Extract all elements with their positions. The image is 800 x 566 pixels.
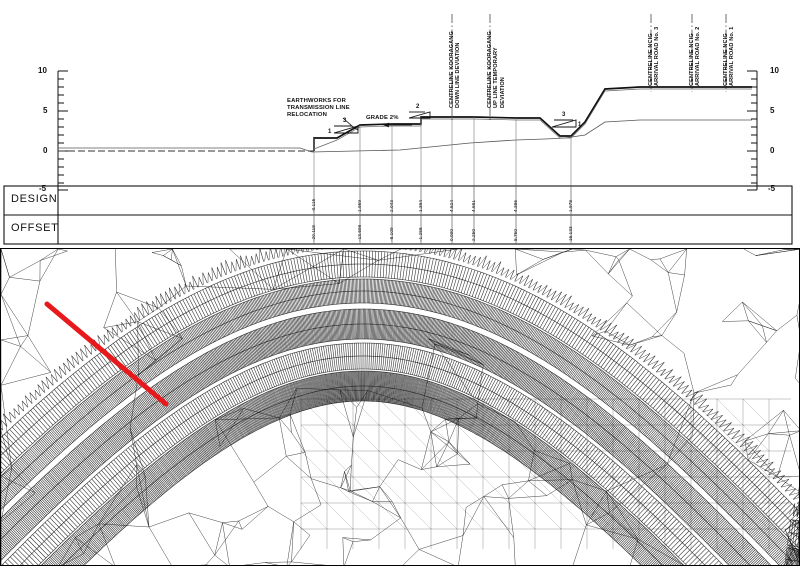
slope-triangle-left-lower — [333, 125, 359, 134]
design-value: 1.959 — [357, 200, 362, 212]
centreline-verticals — [451, 14, 727, 120]
slope-triangle-right — [551, 119, 577, 128]
centreline-ncig-arrival-road-2-label: CENTRELINE NCIG ARRIVAL ROAD No. 2 — [689, 26, 702, 86]
right-axis-tick-0: 0 — [770, 146, 775, 155]
left-axis-tick-10: 10 — [38, 66, 47, 75]
slope-triangle-left-upper — [408, 111, 431, 119]
right-axis — [747, 70, 758, 191]
design-value: 1.978 — [568, 200, 573, 212]
offset-value: -13.699 — [357, 224, 362, 241]
design-value: 4.386 — [513, 200, 518, 212]
construction-verticals — [313, 117, 572, 244]
design-value: 4.581 — [471, 200, 476, 212]
centreline-kooragang-down-line-label: CENTRELINE KOORAGANG DOWN LINE DEVIATION — [449, 31, 462, 108]
tin-surface-mesh-panel — [0, 248, 800, 566]
design-row-label: DESIGN — [11, 193, 58, 205]
earthworks-note: EARTHWORKS FOR TRANSMISSION LINE RELOCAT… — [287, 98, 350, 118]
offset-value: -1.258 — [418, 227, 423, 241]
right-axis-tick-minus5: -5 — [768, 184, 776, 193]
left-axis-tick-0: 0 — [43, 146, 48, 155]
slope-left-lower-run: 3 — [343, 118, 347, 124]
offset-value: 8.750 — [513, 229, 518, 241]
tin-mesh-graphic — [1, 249, 799, 565]
slope-left-upper-run: 2 — [416, 104, 420, 110]
cross-section-graphic — [3, 14, 793, 245]
design-value: 4.524 — [449, 200, 454, 212]
cross-section-panel: 10 5 0 -5 10 5 0 -5 EARTHWORKS FOR TRANS… — [0, 0, 800, 248]
earthworks-leader-line — [342, 117, 359, 131]
left-axis — [57, 70, 68, 191]
left-axis-tick-minus5: -5 — [39, 184, 47, 193]
centreline-ncig-arrival-road-1-label: CENTRELINE NCIG ARRIVAL ROAD No. 1 — [723, 26, 736, 86]
design-offset-table — [3, 185, 793, 245]
grade-note: GRADE 2% — [366, 115, 399, 121]
offset-row-label: OFFSET — [11, 222, 59, 234]
design-value: -0.115 — [311, 198, 316, 212]
centreline-kooragang-up-line-label: CENTRELINE KOORAGANG UP LINE TEMPORARY D… — [487, 31, 506, 108]
offset-value: 16.133 — [568, 226, 573, 241]
design-value: 2.043 — [389, 200, 394, 212]
centreline-ncig-arrival-road-3-label: CENTRELINE NCIG ARRIVAL ROAD No. 3 — [648, 26, 661, 86]
offset-value: -20.118 — [311, 225, 316, 241]
design-surface-line — [313, 86, 752, 151]
red-annotation-arrow — [44, 301, 169, 407]
right-axis-tick-10: 10 — [770, 66, 779, 75]
design-offset-table-grid — [313, 186, 572, 244]
design-value: 1.394 — [418, 200, 423, 212]
slope-right-rise: 1 — [578, 122, 582, 128]
left-axis-tick-5: 5 — [43, 106, 48, 115]
right-axis-tick-5: 5 — [770, 106, 775, 115]
offset-value: 0.000 — [449, 229, 454, 241]
offset-value: 2.250 — [471, 229, 476, 241]
offset-value: -8.109 — [389, 227, 394, 241]
slope-right-run: 3 — [562, 112, 566, 118]
slope-left-lower-rise: 1 — [328, 129, 332, 135]
